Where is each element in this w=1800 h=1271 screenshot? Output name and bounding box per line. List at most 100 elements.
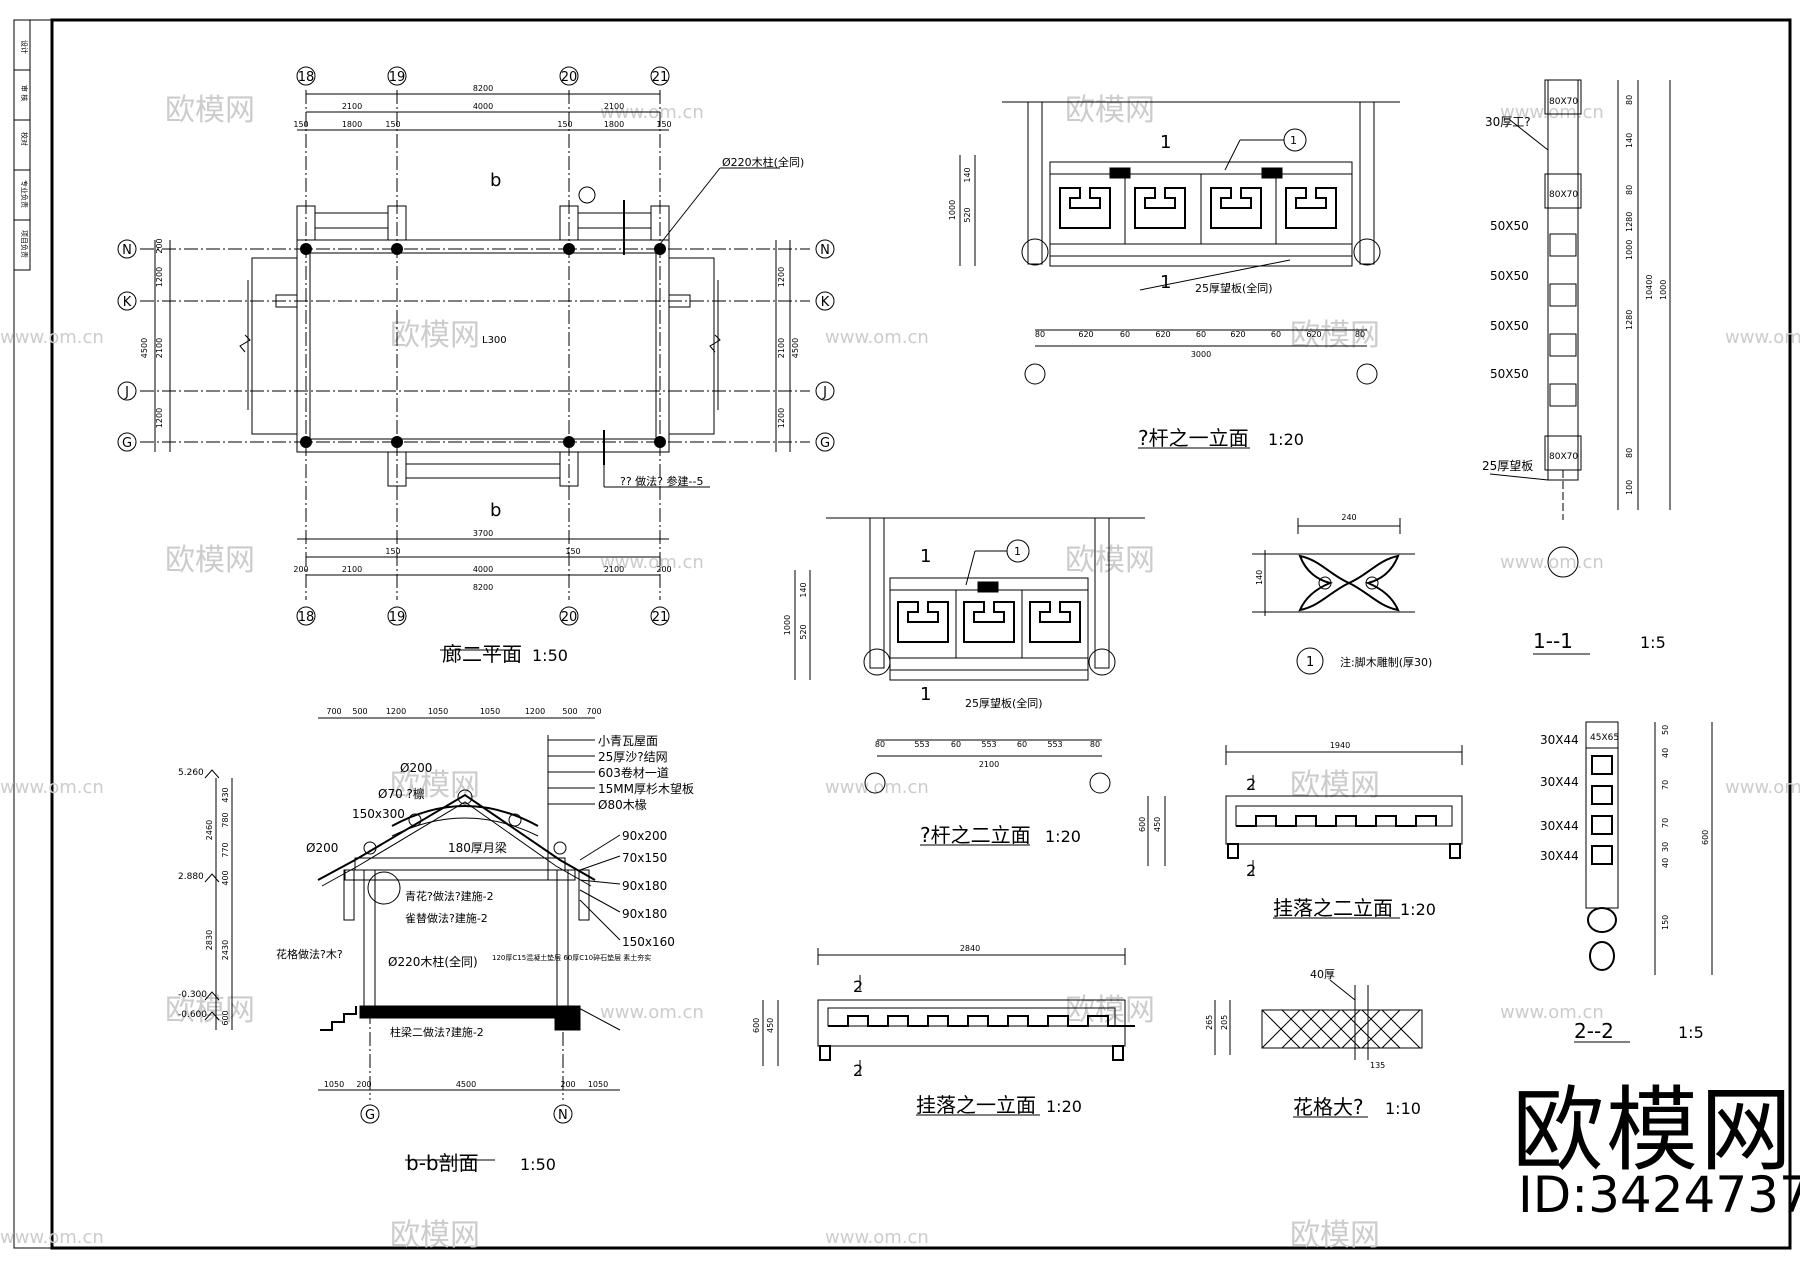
carving-detail — [1252, 518, 1415, 675]
section-mark: b — [490, 500, 501, 521]
section-mark: 1 — [920, 684, 931, 705]
dim-text: 1050 — [428, 707, 448, 716]
watermark-text: 欧模网 — [165, 993, 255, 1028]
member-label: 30厚工? — [1485, 115, 1531, 129]
dim-text: 265 — [1205, 1015, 1214, 1030]
section-mark: 2 — [853, 977, 863, 996]
elev2-scale: 1:20 — [1045, 827, 1081, 846]
axis-label: G — [122, 436, 132, 451]
flower-title: 花格大? — [1293, 1095, 1364, 1119]
member-label: 90x180 — [622, 907, 667, 921]
elev1-scale: 1:20 — [1268, 430, 1304, 449]
watermark-text: 欧模网 — [390, 318, 480, 353]
dim-text: 2100 — [777, 338, 786, 358]
dim-text: 60 — [1120, 330, 1130, 339]
dim-text: 2100 — [155, 338, 164, 358]
section-2-2 — [1574, 721, 1713, 1043]
axis-label: 20 — [561, 610, 578, 625]
dim-text: 1800 — [342, 120, 362, 129]
watermark-url: www.om.cn — [825, 327, 929, 348]
roof-layer: 25厚沙?结网 — [598, 750, 668, 764]
watermark-text: 欧模网 — [1290, 318, 1380, 353]
member-label: 150x160 — [622, 935, 675, 949]
railing-elevation-2 — [794, 517, 1145, 846]
dim-text: 1200 — [777, 267, 786, 287]
plan-dims: 8200 2100 4000 2100 150 1800 150 150 180… — [140, 84, 800, 592]
hang1-scale: 1:20 — [1046, 1097, 1082, 1116]
dim-text: 150 — [565, 547, 580, 556]
watermark-url: www.om.cn — [0, 777, 104, 798]
dim-text: 500 — [562, 707, 577, 716]
dim-text: 700 — [326, 707, 341, 716]
elev1-text: 1 1 1 25厚望板(全同) ?杆之一立面 1:20 80 620 60 62… — [948, 132, 1365, 450]
title-block-cell: 校对 — [20, 132, 29, 146]
axis-label: G — [365, 1108, 375, 1123]
panel-note: 25厚望板(全同) — [965, 696, 1043, 710]
member-label: 70x150 — [622, 851, 667, 865]
dim-text: 150 — [656, 120, 671, 129]
dim-text: 553 — [1047, 740, 1062, 749]
section-mark: 2 — [1246, 861, 1256, 880]
dim-text: 3000 — [1191, 350, 1211, 359]
watermark-url: www.om.cn — [0, 1227, 104, 1248]
watermark-text: 欧模网 — [1290, 768, 1380, 803]
dim-text: 8200 — [473, 583, 493, 592]
watermark-text: 欧模网 — [390, 768, 480, 803]
dim-text: 620 — [1155, 330, 1170, 339]
dim-text: 770 — [221, 842, 230, 857]
dim-text: 50 — [1661, 725, 1670, 735]
watermark-url: www.om.cn — [600, 1002, 704, 1023]
section-mark: 2 — [853, 1061, 863, 1080]
dim-text: 2100 — [342, 102, 362, 111]
axis-label: K — [123, 295, 132, 310]
dim-text: 553 — [981, 740, 996, 749]
level-mark: 5.260 — [178, 768, 204, 778]
axis-label: N — [558, 1108, 568, 1123]
dim-text: 1200 — [155, 267, 164, 287]
section-scale: 1:50 — [520, 1155, 556, 1174]
detail-note: 花格做法?木? — [276, 947, 343, 961]
section-mark: b — [490, 170, 501, 191]
dim-text: 1050 — [324, 1080, 344, 1089]
carving-note: 注:脚木雕制(厚30) — [1340, 655, 1432, 669]
dim-text: 80 — [1035, 330, 1045, 339]
dim-text: 1000 — [948, 200, 957, 220]
member-label: 90x180 — [622, 879, 667, 893]
section-1-1 — [1489, 79, 1671, 578]
section-text: 5.260 2.880 -0.300 -0.600 700 500 1200 1… — [178, 707, 694, 1175]
plan-text: 18 19 20 21 18 19 20 21 N K J G N K J G — [122, 70, 830, 625]
axis-label: 21 — [652, 70, 669, 85]
section-b-b — [204, 717, 621, 1161]
dim-text: 1050 — [588, 1080, 608, 1089]
axis-label: K — [821, 295, 830, 310]
hang1-title: 挂落之一立面 — [916, 1093, 1036, 1117]
dim-text: 3700 — [473, 529, 493, 538]
plan-view — [117, 66, 835, 651]
dim-text: 80 — [1625, 448, 1634, 458]
dim-text: 80 — [1355, 330, 1365, 339]
dim-text: 600 — [752, 1018, 761, 1033]
watermark-url: www.om.cn — [1725, 327, 1800, 348]
slope-note: L300 — [482, 335, 507, 346]
dim-text: 240 — [1341, 513, 1356, 522]
flower-grille — [1214, 979, 1423, 1118]
dim-text: 40 — [1661, 748, 1670, 758]
dim-text: 200 — [356, 1080, 371, 1089]
dim-text: 4000 — [473, 102, 493, 111]
roof-layer: 15MM厚杉木望板 — [598, 782, 694, 796]
member-label: 150x300 — [352, 807, 405, 821]
title-block-cell: 项目负责 — [20, 230, 29, 258]
member-label: 180厚月梁 — [448, 840, 507, 855]
dim-text: 1800 — [604, 120, 624, 129]
roof-layer: Ø80木椽 — [598, 798, 647, 812]
watermark-url: www.om.cn — [1500, 1002, 1604, 1023]
dim-text: 2100 — [604, 102, 624, 111]
sec11-text: 30厚工? 80X70 80X70 50X50 50X50 50X50 50X5… — [1482, 95, 1668, 655]
dim-text: 40 — [1661, 858, 1670, 868]
dim-text: 2430 — [221, 940, 230, 960]
flower-scale: 1:10 — [1385, 1099, 1421, 1118]
watermarks: 欧模网 欧模网 欧模网 欧模网 欧模网 欧模网 欧模网 欧模网 欧模网 欧模网 … — [165, 93, 1380, 1253]
detail-note: 青花?做法?建施-2 — [405, 889, 494, 903]
axis-label: 19 — [389, 70, 406, 85]
hang2-text: 1940 450 600 2 2 挂落之二立面 1:20 — [1138, 741, 1436, 920]
